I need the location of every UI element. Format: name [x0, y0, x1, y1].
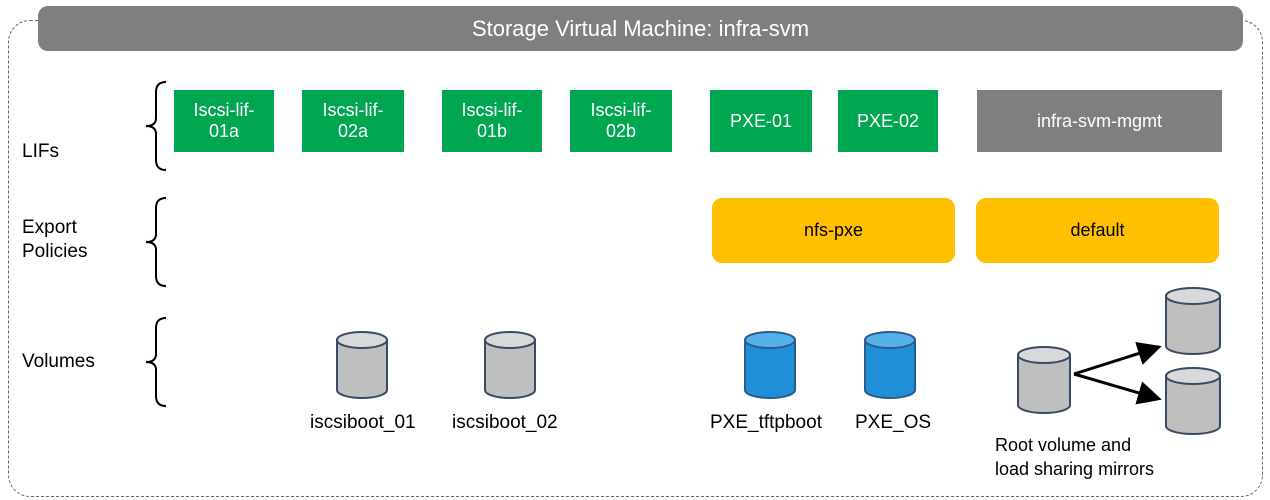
lif-pxe-02: PXE-02: [838, 90, 938, 152]
lif-label: Iscsi-lif- 01a: [193, 100, 255, 141]
lif-label: PXE-01: [729, 110, 793, 131]
volume-label-pxe-os: PXE_OS: [855, 412, 932, 433]
lif-label: PXE-02: [856, 110, 920, 131]
volume-cylinder-iscsiboot-01: [336, 331, 388, 399]
root-volume-caption: Root volume and load sharing mirrors: [995, 435, 1155, 479]
row-label-lifs: LIFs: [22, 141, 59, 162]
lif-infra-svm-mgmt: infra-svm-mgmt: [977, 90, 1222, 152]
volume-cylinder-iscsiboot-02: [484, 331, 536, 399]
lif-pxe-01: PXE-01: [710, 90, 812, 152]
mirror-volume-cylinder-lower: [1165, 367, 1221, 435]
arrow-to-lower-mirror: [1073, 372, 1162, 405]
volume-cylinder-pxe-tftpboot: [744, 331, 796, 399]
svm-title-bar: Storage Virtual Machine: infra-svm: [38, 6, 1243, 51]
brace-lifs: [145, 81, 167, 171]
lif-iscsi-02a: Iscsi-lif- 02a: [302, 90, 404, 152]
volume-label-pxe-tftpboot: PXE_tftpboot: [710, 412, 822, 433]
lif-label: infra-svm-mgmt: [1037, 110, 1162, 131]
lif-label: Iscsi-lif- 01b: [461, 100, 523, 141]
svm-title: Storage Virtual Machine: infra-svm: [471, 15, 810, 41]
export-policy-default: default: [976, 198, 1219, 263]
mirror-arrows: [1073, 342, 1162, 405]
brace-export-policies: [145, 197, 167, 287]
policy-label: default: [1070, 220, 1125, 240]
root-volume-cylinder: [1017, 346, 1071, 414]
lif-iscsi-01b: Iscsi-lif- 01b: [442, 90, 542, 152]
volume-label-iscsiboot-02: iscsiboot_02: [452, 412, 558, 433]
row-label-export-policies: Export Policies: [22, 217, 88, 262]
volume-cylinder-pxe-os: [864, 331, 916, 399]
lif-iscsi-02b: Iscsi-lif- 02b: [570, 90, 672, 152]
mirror-volume-cylinder-upper: [1165, 287, 1221, 355]
policy-label: nfs-pxe: [803, 220, 864, 240]
lif-iscsi-01a: Iscsi-lif- 01a: [174, 90, 274, 152]
lif-label: Iscsi-lif- 02b: [590, 100, 652, 141]
volume-label-iscsiboot-01: iscsiboot_01: [310, 412, 416, 433]
brace-volumes: [145, 317, 167, 407]
lif-label: Iscsi-lif- 02a: [322, 100, 384, 141]
row-label-volumes: Volumes: [22, 351, 95, 372]
arrow-to-upper-mirror: [1073, 342, 1162, 376]
export-policy-nfs-pxe: nfs-pxe: [712, 198, 955, 263]
